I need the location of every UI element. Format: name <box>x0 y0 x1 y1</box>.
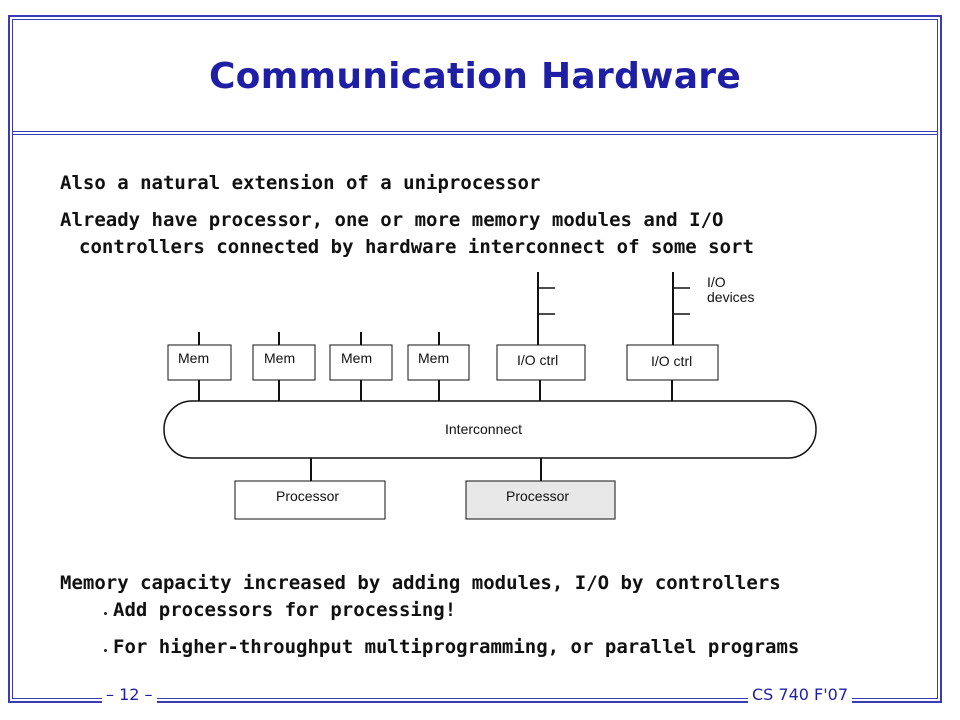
mem-label-2: Mem <box>264 350 295 366</box>
slide-title: Communication Hardware <box>208 56 742 97</box>
mem-module-4: Mem <box>407 332 470 401</box>
mem-module-3: Mem <box>329 332 393 401</box>
footer-course: CS 740 F'07 <box>748 685 852 704</box>
mem-label-3: Mem <box>341 350 372 366</box>
slide-frame-outer <box>8 15 942 703</box>
io-ctrl-label-1: I/O ctrl <box>517 352 558 368</box>
bullet-dot-2 <box>104 649 107 652</box>
interconnect-bus: Interconnect <box>163 400 817 459</box>
line-extension: Also a natural extension of a uniprocess… <box>60 172 541 194</box>
io-ctrl-label-2: I/O ctrl <box>651 353 692 369</box>
line-controllers: controllers connected by hardware interc… <box>79 236 754 258</box>
io-controller-2: I/O ctrl <box>626 272 719 401</box>
mem-module-2: Mem <box>252 332 316 401</box>
interconnect-label: Interconnect <box>445 421 522 437</box>
bullet-higher-throughput: For higher-throughput multiprogramming, … <box>113 636 800 658</box>
bullet-dot-1 <box>104 612 107 615</box>
processor-label-2: Processor <box>506 488 569 504</box>
bullet-add-processors: Add processors for processing! <box>113 599 457 621</box>
mem-label-1: Mem <box>178 350 209 366</box>
slide-frame-inner <box>12 19 938 699</box>
title-rule-top <box>12 131 938 132</box>
io-controller-1: I/O ctrl <box>496 272 586 401</box>
title-rule-bottom <box>12 134 938 135</box>
line-memory-capacity: Memory capacity increased by adding modu… <box>60 572 781 594</box>
processor-label-1: Processor <box>276 488 339 504</box>
mem-module-1: Mem <box>167 332 232 401</box>
io-devices-label-line2: devices <box>707 289 754 305</box>
mem-label-4: Mem <box>418 350 449 366</box>
processor-1: Processor <box>234 458 386 520</box>
footer-page-number: – 12 – <box>102 685 157 704</box>
line-already-have: Already have processor, one or more memo… <box>60 209 724 231</box>
processor-2: Processor <box>465 458 616 520</box>
io-devices-label-line1: I/O <box>707 274 726 290</box>
